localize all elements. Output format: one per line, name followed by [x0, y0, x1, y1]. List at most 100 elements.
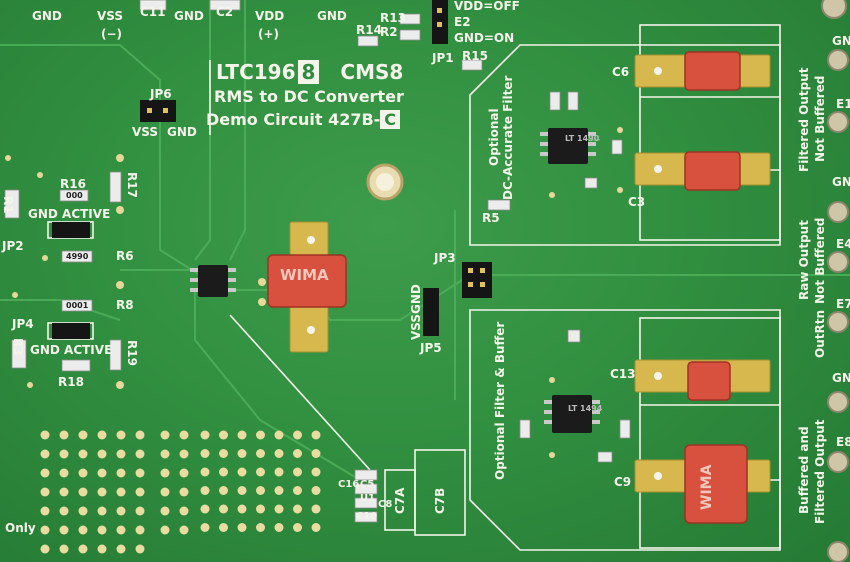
r14-label: R14 [356, 23, 382, 37]
buffered-and-label: Buffered and [797, 426, 811, 514]
jp2-label: JP2 [2, 239, 24, 253]
via-hole [160, 449, 170, 459]
c9-label: C9 [614, 475, 632, 489]
via-hole [40, 487, 50, 497]
via-hole [78, 544, 88, 554]
via-hole [40, 525, 50, 535]
via-hole [237, 449, 247, 458]
r2-label: R2 [380, 25, 398, 39]
via-hole [237, 467, 247, 477]
via-hole [274, 449, 284, 458]
c8-label: C8 [378, 499, 393, 510]
via-hole [78, 506, 88, 516]
chip-brand-bottom: LT [568, 404, 578, 413]
via-hole [256, 467, 265, 477]
via-hole [59, 449, 69, 459]
dc-accurate-filter-label: DC-Accurate Filter [501, 75, 515, 200]
chip-number-top: 1490 [577, 134, 600, 143]
via-hole [237, 523, 247, 532]
via-hole [40, 506, 50, 516]
via-hole [274, 486, 284, 495]
r8-label: R8 [116, 298, 134, 312]
jp4-label: JP4 [12, 317, 34, 331]
via-hole [160, 525, 170, 535]
c6-label: C6 [612, 65, 630, 79]
via-hole [97, 487, 107, 497]
via-hole [219, 467, 228, 477]
via-hole [293, 449, 302, 458]
c2-label: C2 [216, 5, 234, 19]
raw-not-buffered-label: Not Buffered [813, 217, 827, 304]
via-hole [200, 430, 210, 440]
via-hole [179, 430, 189, 440]
via-hole [256, 430, 265, 440]
via-hole [293, 504, 302, 514]
via-hole [97, 506, 107, 516]
resistor-value-2: 0001 [66, 301, 89, 310]
via-hole [200, 449, 210, 458]
via-hole [256, 449, 265, 458]
jp5-vss-label: VSS [409, 313, 423, 340]
via-hole [200, 467, 210, 477]
r15-label: R15 [462, 49, 488, 63]
optional-filter-buffer-label: Optional Filter & Buffer [493, 321, 507, 480]
chip-marking-bottom: LT 1494 [568, 405, 602, 413]
c7a-label: C7A [393, 487, 407, 514]
e1-terminal-label: E1 [836, 97, 850, 111]
gnd-terminal-label: GN [832, 34, 850, 48]
via-hole [40, 468, 50, 478]
via-hole [274, 467, 284, 477]
c16-label: C16 [338, 479, 360, 490]
via-hole [59, 525, 69, 535]
package-label: CMS8 [340, 60, 404, 84]
via-hole [200, 504, 210, 514]
filtered-output-label: Filtered Output [797, 67, 811, 172]
via-hole [179, 525, 189, 535]
via-hole [274, 523, 284, 532]
u1-label: U1 [360, 493, 376, 504]
jp6-vss-label: VSS [132, 125, 159, 139]
c5-label: C5 [360, 479, 375, 490]
c3-label: C3 [628, 195, 646, 209]
chip-number-bottom: 1494 [580, 404, 603, 413]
r19-label: R19 [125, 340, 139, 366]
filtered-output-label-2: Filtered Output [813, 419, 827, 524]
via-hole [219, 449, 228, 458]
c11-label: C11 [140, 5, 166, 19]
vss-sign-label: (−) [101, 27, 123, 41]
via-hole [160, 487, 170, 497]
jp3-label: JP3 [434, 251, 456, 265]
via-hole [311, 486, 321, 495]
via-hole [116, 449, 126, 459]
jp1-gnd-on-label: GND=ON [454, 31, 515, 45]
r1-label: R1 [1, 196, 15, 214]
via-hole [311, 449, 321, 458]
via-hole [135, 449, 145, 459]
vdd-label: VDD [255, 9, 285, 23]
via-hole [116, 430, 126, 440]
via-hole [293, 430, 302, 440]
via-hole [116, 468, 126, 478]
e7-terminal-label: E7 [836, 297, 850, 311]
jp6-gnd-label: GND [167, 125, 197, 139]
via-hole [160, 506, 170, 516]
r3-label: R3 [11, 338, 25, 356]
resistor-value-3: 000 [66, 191, 83, 200]
vss-label: VSS [97, 9, 124, 23]
via-hole [219, 523, 228, 532]
via-hole [219, 504, 228, 514]
r5-label: R5 [482, 211, 500, 225]
via-hole [78, 468, 88, 478]
via-hole [256, 523, 265, 532]
via-hole [116, 544, 126, 554]
c10-label: C10 [356, 511, 378, 522]
via-hole [135, 430, 145, 440]
title-line-2: RMS to DC Converter [214, 87, 404, 106]
jp1-vdd-off-label: VDD=OFF [454, 0, 520, 13]
via-hole [256, 504, 265, 514]
via-hole [116, 525, 126, 535]
jp5-gnd-label: GND [409, 284, 423, 314]
via-hole [311, 430, 321, 440]
